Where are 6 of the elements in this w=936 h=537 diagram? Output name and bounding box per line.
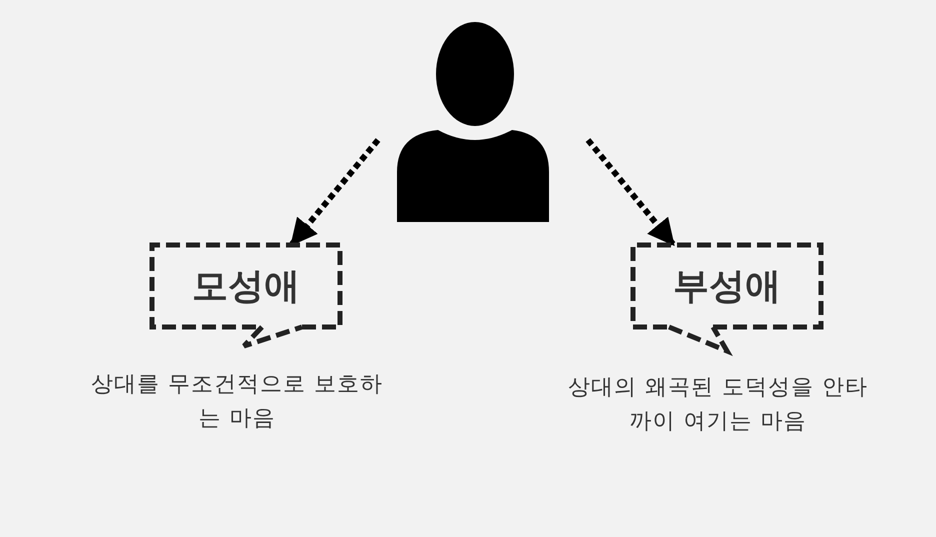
description-text: 상대를 무조건적으로 보호하는 마음 [90,371,384,433]
bubble-title: 모성애 [192,264,300,308]
speech-bubble [152,245,340,349]
description-text: 상대의 왜곡된 도덕성을 안타까이 여기는 마음 [568,374,868,436]
arrow [586,138,676,246]
bubble-title: 부성애 [673,264,781,308]
